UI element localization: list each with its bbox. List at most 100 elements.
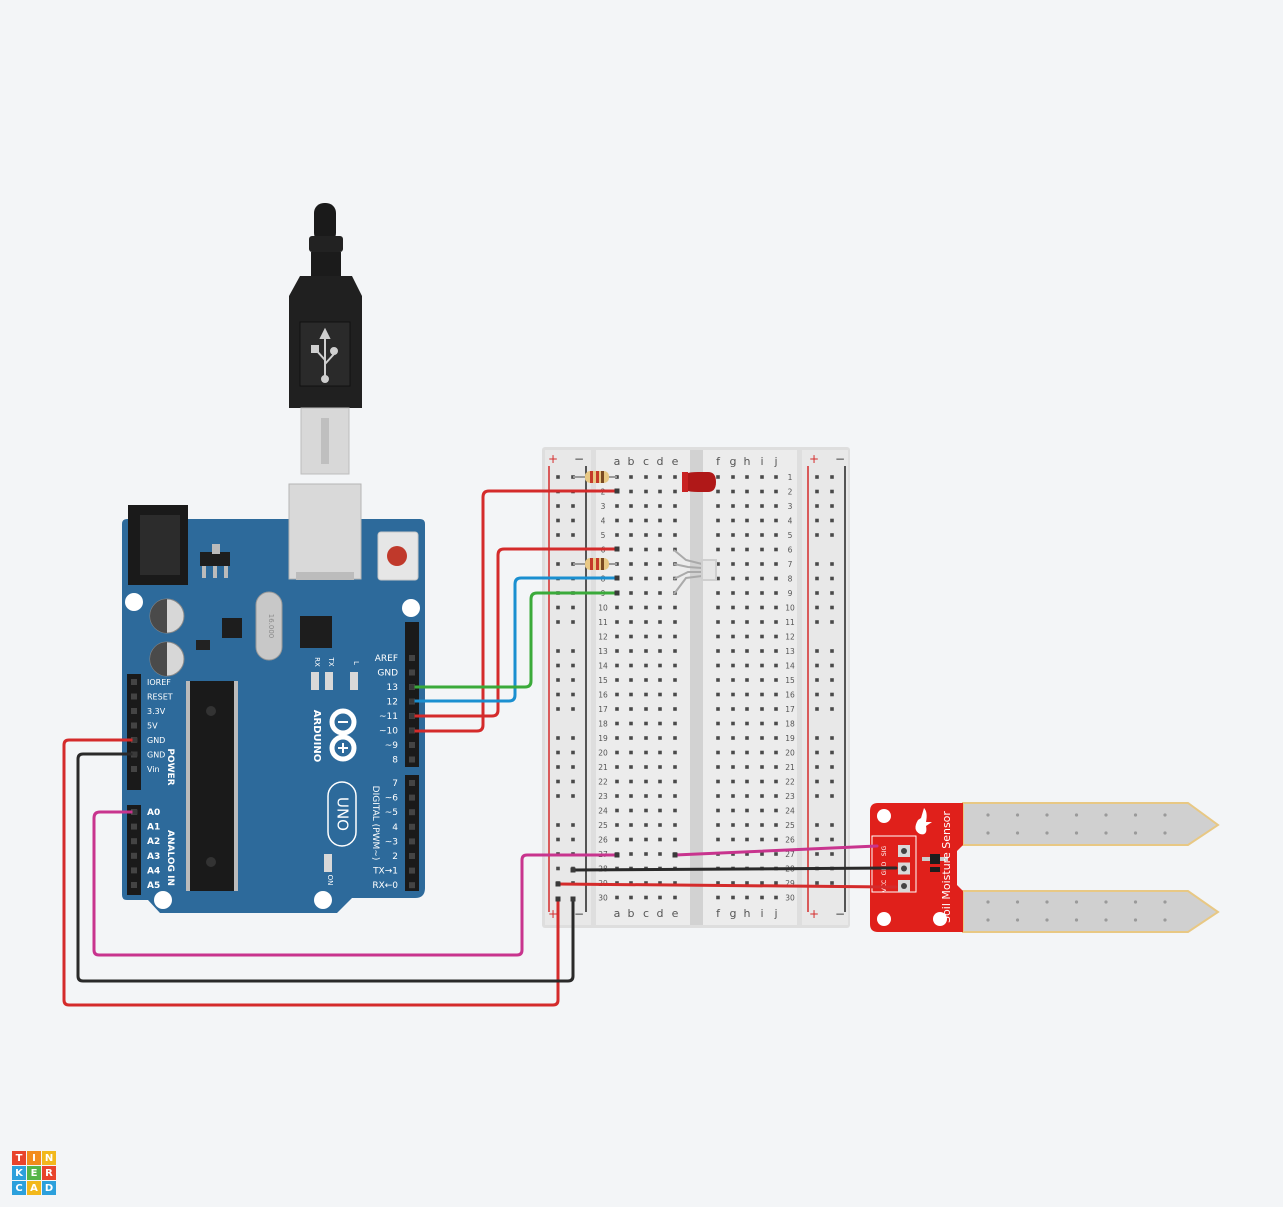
bb-rail-hole[interactable]: [815, 562, 819, 566]
bb-hole[interactable]: [731, 895, 735, 900]
bb-hole[interactable]: [774, 547, 778, 552]
bb-rail-hole[interactable]: [830, 620, 834, 624]
bb-hole[interactable]: [745, 562, 749, 566]
bb-hole[interactable]: [658, 852, 662, 856]
bb-hole[interactable]: [673, 533, 677, 537]
bb-hole[interactable]: [716, 692, 720, 697]
bb-hole[interactable]: [774, 881, 778, 885]
bb-hole[interactable]: [673, 707, 677, 711]
bb-hole[interactable]: [629, 518, 633, 523]
digital-pin[interactable]: [409, 867, 415, 874]
wire-endpoint[interactable]: [409, 728, 415, 734]
bb-hole[interactable]: [774, 837, 778, 842]
bb-rail-hole[interactable]: [830, 591, 834, 595]
bb-rail-hole[interactable]: [830, 881, 834, 885]
bb-hole[interactable]: [745, 692, 749, 697]
bb-hole[interactable]: [658, 750, 662, 755]
breadboard[interactable]: 1122334455667788991010111112121313141415…: [542, 447, 850, 928]
bb-hole[interactable]: [629, 533, 633, 537]
bb-hole[interactable]: [716, 721, 720, 726]
bb-hole[interactable]: [658, 547, 662, 552]
wire-pin10-red[interactable]: [410, 489, 619, 733]
bb-hole[interactable]: [731, 576, 735, 581]
bb-hole[interactable]: [731, 475, 735, 479]
bb-hole[interactable]: [644, 707, 648, 711]
bb-hole[interactable]: [673, 518, 677, 523]
bb-hole[interactable]: [716, 649, 720, 653]
bb-hole[interactable]: [731, 721, 735, 726]
bb-hole[interactable]: [644, 649, 648, 653]
bb-hole[interactable]: [644, 475, 648, 479]
digital-pin[interactable]: [409, 655, 415, 661]
wire-5v-red[interactable]: [62, 738, 560, 1007]
bb-hole[interactable]: [629, 707, 633, 711]
bb-hole[interactable]: [760, 562, 764, 566]
bb-hole[interactable]: [731, 489, 735, 494]
bb-rail-hole[interactable]: [571, 707, 575, 711]
bb-rail-hole[interactable]: [556, 779, 560, 784]
digital-pin[interactable]: [409, 853, 415, 859]
bb-hole[interactable]: [644, 547, 648, 552]
bb-rail-hole[interactable]: [556, 518, 560, 523]
bb-rail-hole[interactable]: [830, 533, 834, 537]
bb-hole[interactable]: [644, 750, 648, 755]
bb-hole[interactable]: [673, 649, 677, 653]
bb-rail-hole[interactable]: [815, 881, 819, 885]
bb-hole[interactable]: [658, 823, 662, 827]
usb-cable[interactable]: [289, 203, 362, 475]
bb-rail-hole[interactable]: [830, 489, 834, 494]
bb-hole[interactable]: [760, 692, 764, 697]
bb-rail-hole[interactable]: [830, 518, 834, 523]
bb-hole[interactable]: [629, 605, 633, 610]
bb-hole[interactable]: [658, 620, 662, 624]
bb-hole[interactable]: [774, 808, 778, 813]
bb-hole[interactable]: [716, 489, 720, 494]
bb-hole[interactable]: [615, 765, 619, 769]
bb-hole[interactable]: [760, 794, 764, 798]
bb-hole[interactable]: [774, 504, 778, 508]
bb-rail-hole[interactable]: [815, 779, 819, 784]
bb-rail-hole[interactable]: [830, 707, 834, 711]
bb-hole[interactable]: [774, 707, 778, 711]
bb-hole[interactable]: [644, 721, 648, 726]
bb-hole[interactable]: [629, 620, 633, 624]
bb-hole[interactable]: [629, 750, 633, 755]
bb-rail-hole[interactable]: [556, 620, 560, 624]
bb-hole[interactable]: [716, 591, 720, 595]
bb-hole[interactable]: [774, 533, 778, 537]
digital-pin[interactable]: [409, 882, 415, 889]
bb-hole[interactable]: [731, 678, 735, 682]
bb-hole[interactable]: [760, 823, 764, 827]
analog-pin[interactable]: [131, 867, 137, 874]
bb-hole[interactable]: [745, 779, 749, 784]
bb-hole[interactable]: [731, 518, 735, 523]
bb-hole[interactable]: [716, 707, 720, 711]
bb-hole[interactable]: [774, 591, 778, 595]
wire-endpoint[interactable]: [132, 809, 138, 815]
bb-hole[interactable]: [731, 649, 735, 653]
bb-hole[interactable]: [673, 881, 677, 885]
bb-hole[interactable]: [716, 808, 720, 813]
bb-hole[interactable]: [745, 605, 749, 610]
bb-hole[interactable]: [745, 576, 749, 581]
bb-hole[interactable]: [731, 823, 735, 827]
digital-pin[interactable]: [409, 756, 415, 763]
rgb-led[interactable]: [673, 549, 717, 595]
bb-hole[interactable]: [673, 808, 677, 813]
bb-rail-hole[interactable]: [571, 692, 575, 697]
bb-hole[interactable]: [658, 794, 662, 798]
bb-hole[interactable]: [774, 692, 778, 697]
bb-hole[interactable]: [745, 475, 749, 479]
bb-rail-hole[interactable]: [830, 663, 834, 668]
bb-rail-hole[interactable]: [830, 576, 834, 581]
bb-hole[interactable]: [658, 837, 662, 842]
bb-hole[interactable]: [731, 692, 735, 697]
bb-rail-hole[interactable]: [556, 837, 560, 842]
bb-rail-hole[interactable]: [830, 504, 834, 508]
bb-hole[interactable]: [658, 881, 662, 885]
bb-rail-hole[interactable]: [815, 591, 819, 595]
bb-hole[interactable]: [644, 489, 648, 494]
bb-rail-hole[interactable]: [571, 765, 575, 769]
wire-endpoint[interactable]: [614, 575, 620, 581]
bb-hole[interactable]: [644, 533, 648, 537]
